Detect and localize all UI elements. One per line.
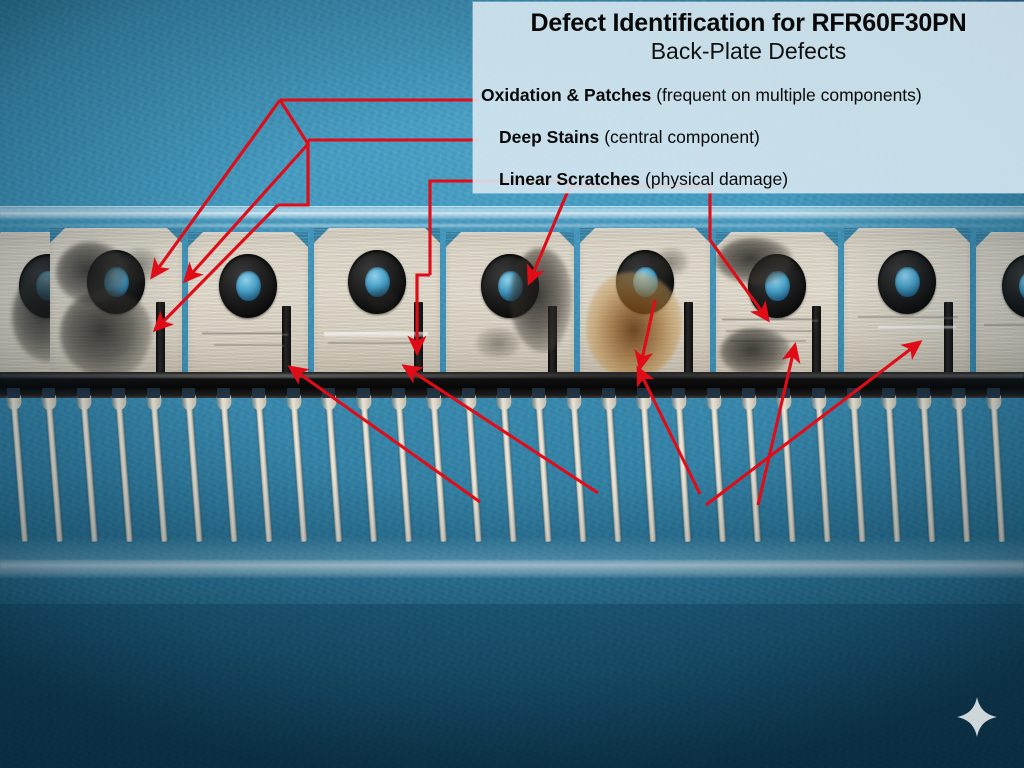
annotation-arrow [150, 99, 282, 280]
annotation-leader [278, 99, 310, 145]
annotation-leader [428, 179, 479, 275]
legend-note: (physical damage) [645, 169, 789, 190]
legend-term: Deep Stains [499, 127, 600, 148]
legend-term: Oxidation & Patches [481, 85, 652, 106]
legend-title: Defect Identification for RFR60F30PN [530, 9, 967, 37]
legend-note: (central component) [604, 127, 760, 148]
annotation-arrow [287, 365, 481, 504]
annotation-arrow [401, 364, 599, 495]
legend-panel: Defect Identification for RFR60F30PN Bac… [473, 2, 1024, 193]
sparkle-icon [955, 695, 999, 739]
legend-row: Deep Stains(central component) [473, 117, 1024, 159]
annotation-arrow [756, 341, 801, 506]
legend-term: Linear Scratches [499, 169, 641, 190]
legend-row: Oxidation & Patches(frequent on multiple… [473, 75, 1024, 117]
annotation-arrow [636, 365, 702, 495]
annotation-arrow [705, 340, 923, 507]
annotation-leader [415, 273, 430, 300]
annotation-arrow [152, 203, 280, 333]
legend-note: (frequent on multiple components) [656, 85, 922, 106]
annotation-arrow [182, 142, 310, 284]
legend-subtitle: Back-Plate Defects [650, 38, 847, 64]
annotation-arrow [526, 185, 572, 286]
legend-row-list: Oxidation & Patches(frequent on multiple… [473, 75, 1024, 201]
legend-row: Linear Scratches(physical damage) [473, 159, 1024, 201]
annotation-arrow [634, 299, 657, 372]
annotation-arrow [708, 239, 770, 323]
